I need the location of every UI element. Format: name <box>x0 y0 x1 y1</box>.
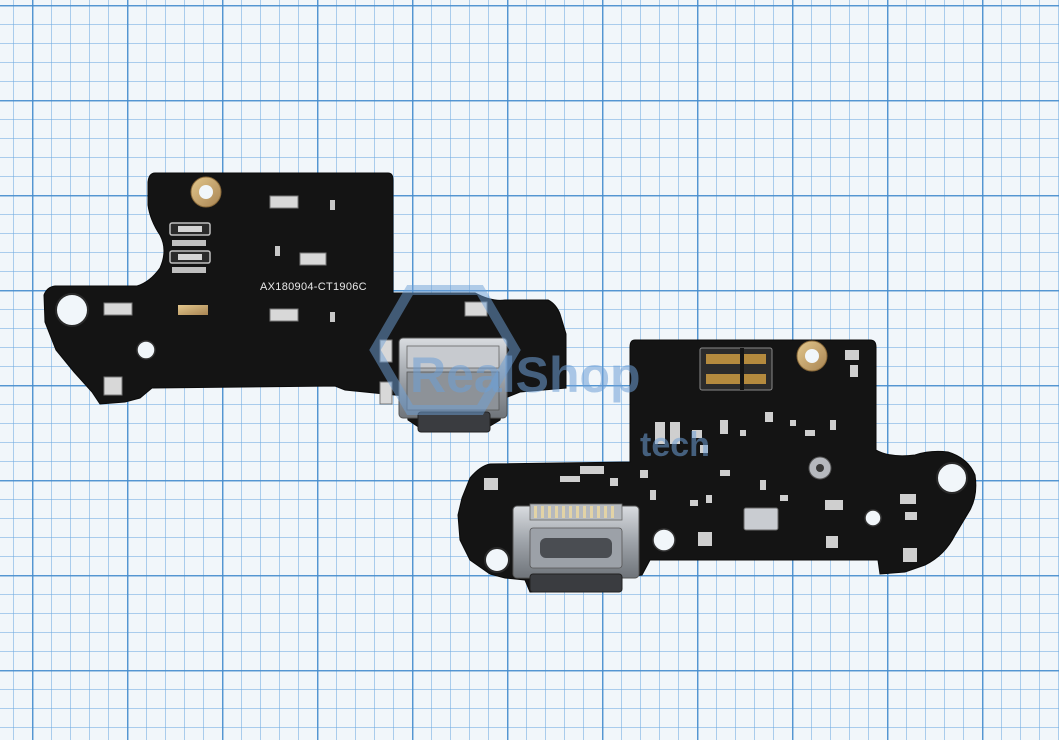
usb-c-connector-front <box>512 503 640 593</box>
watermark-line1: RealShop <box>410 347 641 403</box>
screw-pad-hole <box>199 185 213 199</box>
flex-connector <box>699 347 773 391</box>
via-hole <box>136 340 156 360</box>
via-hole-front-2 <box>652 528 676 552</box>
mounting-hole-right <box>936 462 968 494</box>
watermark: RealShop tech <box>369 285 710 464</box>
shielded-chip <box>743 507 779 531</box>
watermark-line2: tech <box>640 426 710 464</box>
screw-pad-hole-front <box>805 349 819 363</box>
mounting-hole-bottom-left <box>484 547 510 573</box>
test-pads-back <box>103 195 488 405</box>
pcb-board-back: AX180904-CT1906C <box>43 172 567 433</box>
pcb-board-front <box>457 339 977 593</box>
smd-components <box>484 350 917 562</box>
antenna-connector <box>808 456 832 480</box>
mounting-hole-left <box>55 293 89 327</box>
silkscreen-label: AX180904-CT1906C <box>260 281 367 293</box>
watermark-hexagon-logo <box>369 285 521 415</box>
via-hole-front <box>864 509 882 527</box>
